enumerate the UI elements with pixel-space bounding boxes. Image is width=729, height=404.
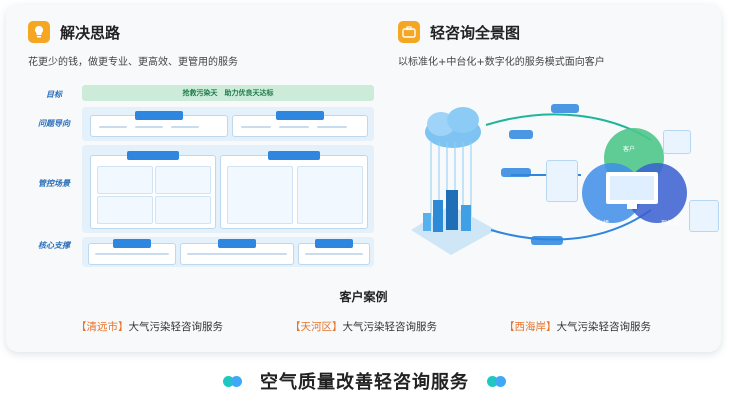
left-panel-header: 解决思路: [28, 21, 120, 43]
problem-zone: [82, 107, 374, 141]
left-panel-title: 解决思路: [60, 23, 121, 42]
node-onsite: 现场组: [661, 220, 680, 227]
solution-framework-diagram: 目标 问题导向 管控场景 核心支撑 抢救污染天 助力优良天达标: [26, 80, 376, 267]
panorama-diagram: 客户 中台组 现场组: [401, 80, 721, 265]
row-label-scenario: 管控场景: [38, 179, 70, 188]
row-label-support: 核心支撑: [38, 241, 70, 250]
support-box-3: [298, 239, 370, 265]
problem-box-2: [232, 111, 368, 137]
right-panel-title: 轻咨询全景图: [430, 23, 521, 42]
flow-tag: [509, 130, 533, 139]
support-box-1: [88, 239, 176, 265]
scenario-box-2: [220, 151, 368, 229]
panorama-illustration: [411, 107, 687, 255]
lightbulb-icon: [28, 21, 50, 43]
cases-title: 客户案例: [339, 290, 388, 304]
case-item[interactable]: 【清远市】大气污染轻咨询服务: [76, 321, 223, 333]
footer: 空气质量改善轻咨询服务: [0, 368, 729, 394]
right-panel-header: 轻咨询全景图: [398, 21, 520, 43]
left-panel-subtitle: 花更少的钱，做更专业、更高效、更管用的服务: [28, 57, 238, 68]
node-customer: 客户: [623, 146, 636, 153]
flow-tag: [501, 168, 531, 177]
decor-dots-right: [487, 375, 506, 387]
info-tag: [663, 130, 691, 154]
row-label-problem: 问题导向: [38, 119, 70, 128]
solution-card: 解决思路 花更少的钱，做更专业、更高效、更管用的服务 目标 问题导向 管控场景 …: [6, 5, 721, 352]
goal-banner: 抢救污染天 助力优良天达标: [82, 85, 374, 101]
support-box-2: [180, 239, 294, 265]
row-label-goal: 目标: [46, 90, 62, 99]
info-tag: [689, 200, 719, 232]
flow-tag: [531, 236, 563, 245]
right-panel-subtitle: 以标准化+中台化+数字化的服务模式面向客户: [398, 57, 605, 68]
problem-box-1: [90, 111, 228, 137]
briefcase-icon: [398, 21, 420, 43]
case-item[interactable]: 【天河区】大气污染轻咨询服务: [290, 321, 437, 333]
support-zone: [82, 237, 374, 267]
decor-dots-left: [223, 375, 242, 387]
case-item[interactable]: 【西海岸】大气污染轻咨询服务: [504, 321, 651, 333]
info-tag: [546, 160, 578, 202]
flow-tag: [551, 104, 579, 113]
scenario-box-1: [90, 151, 216, 229]
footer-title: 空气质量改善轻咨询服务: [260, 372, 469, 393]
scenario-zone: [82, 145, 374, 233]
node-middle-platform: 中台组: [591, 220, 610, 227]
